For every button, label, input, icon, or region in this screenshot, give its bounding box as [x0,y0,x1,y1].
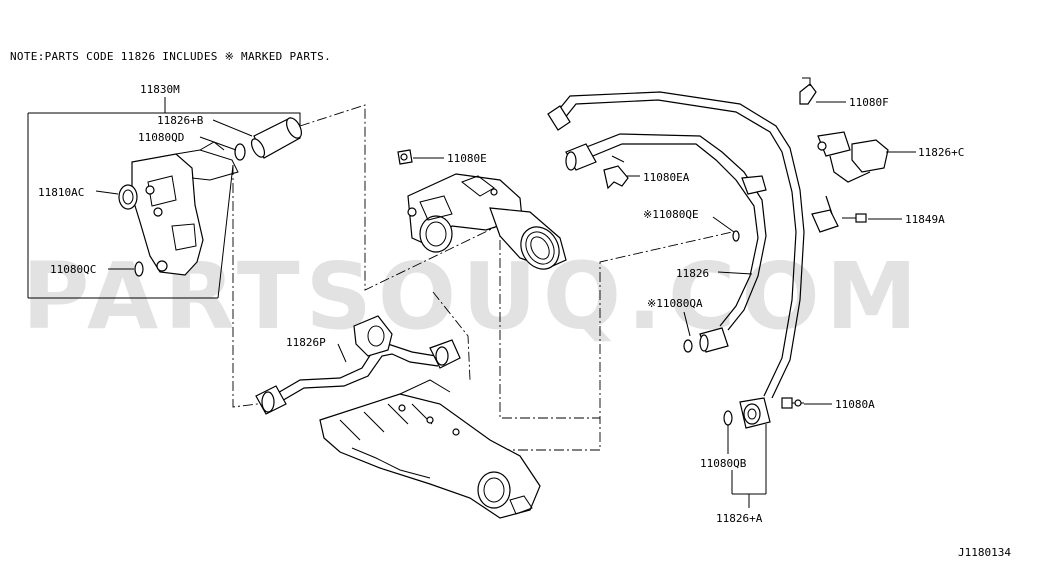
label-11830M: 11830M [140,83,180,96]
bolt-11080A [781,397,804,409]
clip-11080F [799,77,817,105]
dash-connectors [232,104,733,451]
label-11080QC: 11080QC [50,263,96,276]
oil-separator-cover [131,141,239,276]
ring-11810AC [118,184,138,210]
label-11080QD: 11080QD [138,131,184,144]
clip-11080E [397,149,413,165]
group-box-11830M [27,97,301,299]
clip-11080EA [603,155,629,190]
label-11826P: 11826P [286,336,326,349]
label-11080A: 11080A [835,398,875,411]
hose-11826P [255,315,461,415]
diagram-id: J1180134 [958,546,1011,559]
label-11080E: 11080E [447,152,487,165]
label-11080EA: 11080EA [643,171,690,184]
air-duct-assembly [407,173,567,270]
hose-11826-top [547,91,805,399]
o-ring-11080QD [234,143,246,161]
label-11826: 11826 [676,267,709,280]
valve-11826C [817,131,889,183]
label-11080QB: 11080QB [700,457,747,470]
label-11826A: 11826+A [716,512,763,525]
bolt-11849A [811,195,867,233]
label-11080QE: ※11080QE [643,208,699,221]
label-11826C: 11826+C [918,146,964,159]
label-11810AC: 11810AC [38,186,84,199]
connector-11080QB [723,397,771,429]
intake-manifold [319,379,541,519]
label-11849A: 11849A [905,213,945,226]
connector-11080QA [683,327,729,353]
label-11826B: 11826+B [157,114,204,127]
label-11080F: 11080F [849,96,889,109]
o-ring-11080QE [732,230,740,242]
o-ring-11080QC [134,261,144,277]
parts-note: NOTE:PARTS CODE 11826 INCLUDES ※ MARKED … [10,50,331,63]
label-11080QA: ※11080QA [647,297,703,310]
hose-11826-mid [565,133,767,331]
tube-11826B [250,117,302,159]
